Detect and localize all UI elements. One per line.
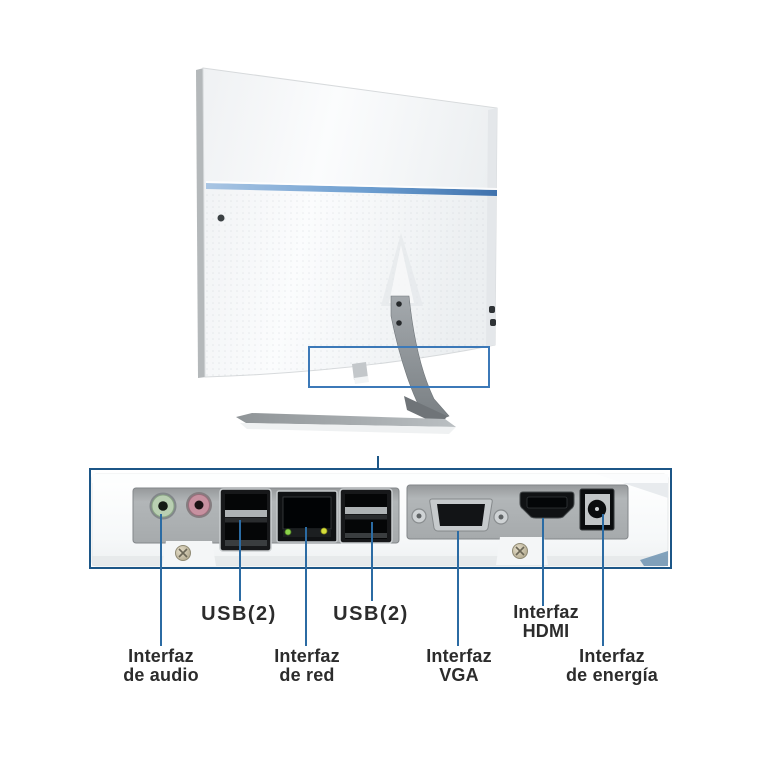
label-usb-left: USB(2) xyxy=(201,603,277,625)
blue-stripe xyxy=(206,183,497,196)
callout-connector-tick xyxy=(377,456,379,469)
label-vga: Interfaz VGA xyxy=(426,647,492,685)
label-audio-line2: de audio xyxy=(123,665,199,685)
cable-clip-base xyxy=(354,376,369,384)
panel-screw-left xyxy=(175,545,191,561)
usb-double-port-left-icon xyxy=(219,488,272,552)
stand-base-underside xyxy=(240,423,456,434)
callout-line-vga xyxy=(457,531,459,646)
label-vga-line1: Interfaz xyxy=(426,646,492,666)
label-hdmi-line2: HDMI xyxy=(522,621,570,641)
label-audio: Interfaz de audio xyxy=(123,647,199,685)
panel-blue-accent xyxy=(640,551,668,566)
usb-double-port-right-icon xyxy=(339,488,393,544)
ports-panel-frame xyxy=(89,468,672,569)
callout-line-audio xyxy=(160,514,162,646)
rear-mark-1 xyxy=(489,306,495,313)
label-power: Interfaz de energía xyxy=(566,647,658,685)
label-network-line2: de red xyxy=(279,665,335,685)
ethernet-led-yellow xyxy=(320,527,328,535)
label-power-line2: de energía xyxy=(565,665,659,685)
panel-top-bevel xyxy=(92,474,668,483)
cable-clip xyxy=(352,362,368,380)
zoom-callout-box xyxy=(308,346,490,388)
stand-arm xyxy=(390,295,450,425)
audio-jack-green-icon xyxy=(149,492,177,520)
texture-fan-inner xyxy=(389,245,414,303)
label-hdmi-line1: Interfaz xyxy=(513,602,579,622)
rear-screw-hole xyxy=(217,214,225,222)
stand-base xyxy=(236,413,456,427)
monitor-stand xyxy=(236,295,456,434)
callout-line-hdmi xyxy=(542,518,544,606)
panel-screw-right xyxy=(512,543,528,559)
label-usb-left-text: USB(2) xyxy=(201,603,277,625)
hdmi-port-icon xyxy=(519,491,575,519)
hinge-screw-bottom xyxy=(396,320,402,326)
label-network-line1: Interfaz xyxy=(274,646,340,666)
callout-line-usb-right xyxy=(371,522,373,601)
stripe-highlight xyxy=(206,181,497,190)
label-audio-line1: Interfaz xyxy=(128,646,194,666)
callout-line-power xyxy=(602,514,604,646)
monitor-back xyxy=(196,67,498,378)
panel-bottom-shade xyxy=(92,556,668,566)
vga-port-icon xyxy=(411,498,509,532)
label-power-line1: Interfaz xyxy=(579,646,645,666)
callout-line-usb-left xyxy=(239,520,241,601)
label-hdmi: Interfaz HDMI xyxy=(513,603,579,641)
stand-foot-joint xyxy=(404,396,447,426)
mic-jack-pink-icon xyxy=(186,492,212,518)
io-panel-photo xyxy=(91,473,669,567)
ethernet-rj45-icon xyxy=(276,490,338,543)
rear-mark-2 xyxy=(490,319,496,326)
hinge-screw-top xyxy=(396,301,402,307)
monitor-right-shade xyxy=(486,108,497,347)
label-network: Interfaz de red xyxy=(274,647,340,685)
dc-power-jack-icon xyxy=(579,488,615,531)
callout-line-network xyxy=(305,527,307,646)
label-usb-right-text: USB(2) xyxy=(333,603,409,625)
label-vga-line2: VGA xyxy=(439,665,479,685)
texture xyxy=(206,190,497,377)
label-usb-right: USB(2) xyxy=(333,603,409,625)
ethernet-led-green xyxy=(284,528,292,536)
